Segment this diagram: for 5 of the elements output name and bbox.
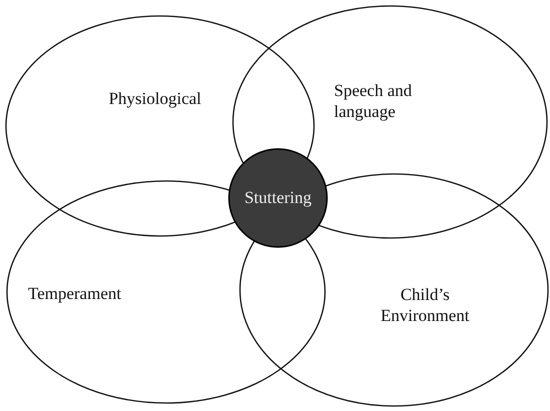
category-label: Speech and language [334, 80, 413, 122]
category-label: Physiological [108, 88, 202, 110]
category-label: Temperament [28, 283, 122, 304]
category-label: Child’s Environment [380, 284, 470, 326]
center-label: Stuttering [243, 187, 313, 208]
